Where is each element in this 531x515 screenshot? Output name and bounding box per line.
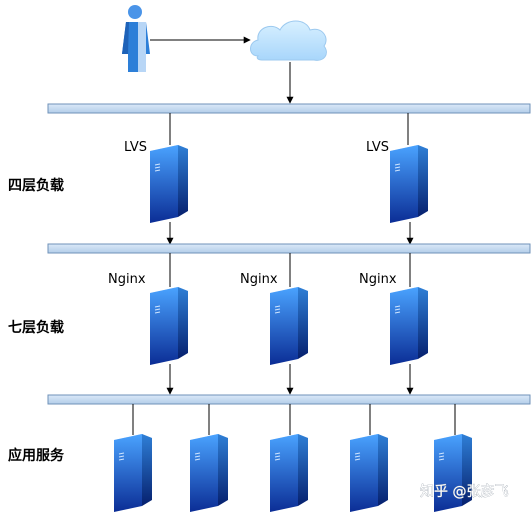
server-icon	[389, 286, 429, 366]
nginx-label-2: Nginx	[240, 272, 278, 287]
server-icon	[269, 433, 309, 513]
layer-label-l7: 七层负载	[8, 319, 64, 336]
layer-label-l4: 四层负载	[8, 177, 64, 194]
server-icon	[269, 286, 309, 366]
server-icon	[149, 286, 189, 366]
nginx-label-1: Nginx	[108, 272, 146, 287]
server-icon	[433, 433, 473, 513]
server-icon	[113, 433, 153, 513]
server-icon	[149, 144, 189, 224]
lvs-label-1: LVS	[124, 140, 147, 155]
lvs-label-2: LVS	[366, 140, 389, 155]
server-icon	[349, 433, 389, 513]
network-bus-3	[47, 394, 531, 405]
cloud-icon	[250, 20, 327, 61]
layer-label-app: 应用服务	[8, 447, 65, 464]
server-icon	[389, 144, 429, 224]
nginx-label-3: Nginx	[359, 272, 397, 287]
network-bus-2	[47, 243, 531, 254]
watermark: 知乎 @张彦飞	[420, 483, 508, 500]
user-icon	[122, 5, 150, 72]
server-icon	[189, 433, 229, 513]
network-bus-1	[47, 103, 531, 114]
